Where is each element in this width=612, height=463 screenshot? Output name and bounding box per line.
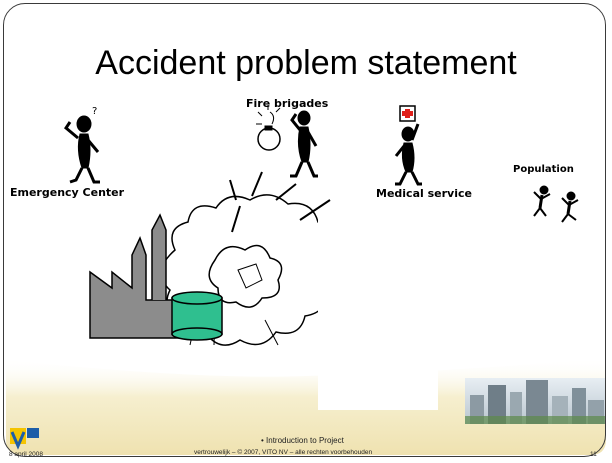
label-fire-brigades: Fire brigades [246,97,329,110]
medical-kit-icon [399,105,416,122]
confused-person-icon: ? [64,106,100,184]
page-number: 11 [590,451,597,458]
dancing-people-icon [533,185,579,223]
firefighter-person-icon [290,110,318,178]
label-population: Population [513,164,574,175]
slide-frame [3,3,606,457]
footer-confidential: vertrouwelijk – © 2007, VITO NV – alle r… [194,449,373,456]
storage-tank-icon [171,291,223,341]
label-emergency-center: Emergency Center [10,186,125,199]
footer-bullet: • Introduction to Project [261,436,344,445]
medic-person-icon [394,123,422,186]
bomb-icon [256,105,281,151]
label-medical-service: Medical service [376,187,472,200]
white-overlay-box [318,218,438,410]
slide-title: Accident problem statement [95,44,517,82]
factory-icon [89,213,191,339]
svg-text:?: ? [92,106,97,117]
vito-logo [10,428,39,450]
footer-date: 8 april 2008 [9,451,43,458]
